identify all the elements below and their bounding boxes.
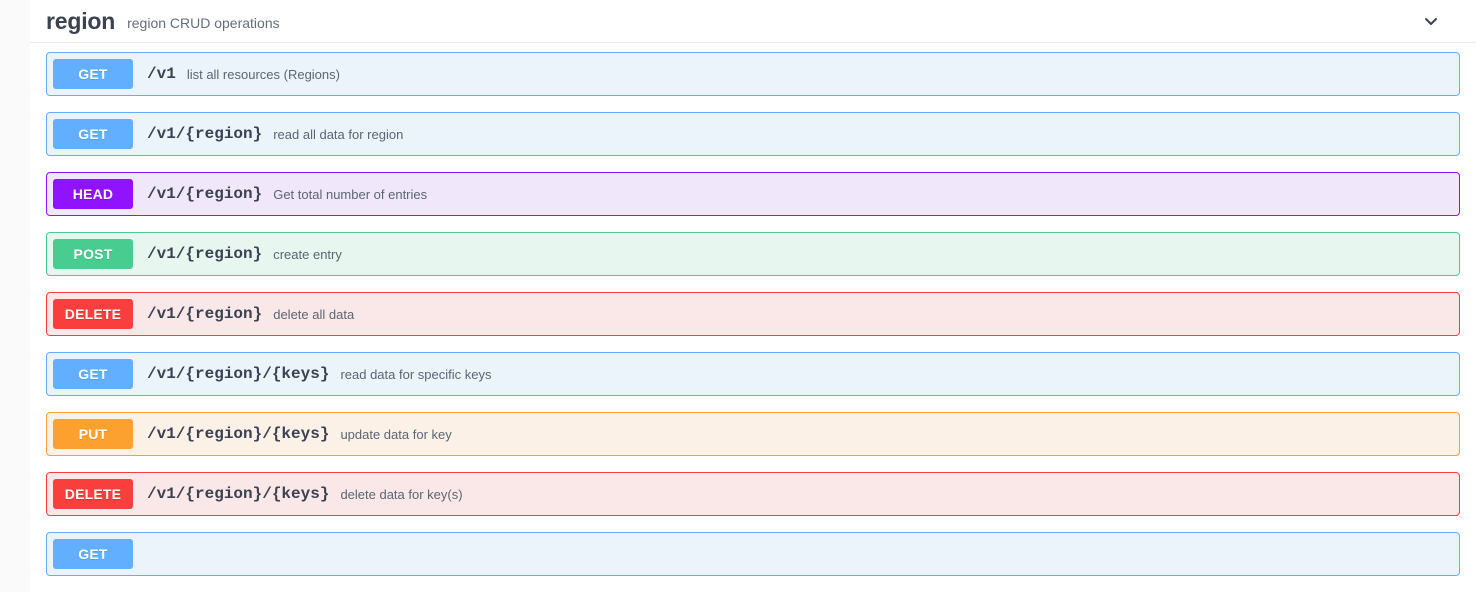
http-method-badge: HEAD — [53, 179, 133, 209]
operations-list: GET /v1 list all resources (Regions) GET… — [30, 43, 1476, 576]
operation-row[interactable]: GET /v1 list all resources (Regions) — [46, 52, 1460, 96]
operation-row[interactable]: DELETE /v1/{region}/{keys} delete data f… — [46, 472, 1460, 516]
operation-row[interactable]: GET /v1/{region} read all data for regio… — [46, 112, 1460, 156]
chevron-down-icon[interactable] — [1420, 10, 1442, 32]
operation-summary: delete data for key(s) — [340, 486, 463, 502]
http-method-badge: POST — [53, 239, 133, 269]
operation-row[interactable]: GET /v1/{region}/{keys} read data for sp… — [46, 352, 1460, 396]
http-method-badge: DELETE — [53, 479, 133, 509]
operation-path: /v1/{region}/{keys} — [147, 485, 330, 503]
operation-row[interactable]: PUT /v1/{region}/{keys} update data for … — [46, 412, 1460, 456]
operation-path: /v1/{region}/{keys} — [147, 425, 330, 443]
tag-description: region CRUD operations — [127, 14, 280, 31]
operation-summary: delete all data — [273, 306, 355, 322]
operation-row[interactable]: POST /v1/{region} create entry — [46, 232, 1460, 276]
operation-row[interactable]: GET — [46, 532, 1460, 576]
tag-name: region — [46, 7, 116, 34]
tag-header-region[interactable]: region region CRUD operations — [30, 0, 1476, 43]
operation-summary: update data for key — [340, 426, 452, 442]
http-method-badge: GET — [53, 539, 133, 569]
operation-summary: read all data for region — [273, 126, 404, 142]
operation-row[interactable]: DELETE /v1/{region} delete all data — [46, 292, 1460, 336]
operation-path: /v1/{region} — [147, 245, 263, 263]
http-method-badge: PUT — [53, 419, 133, 449]
operation-path: /v1/{region} — [147, 125, 263, 143]
http-method-badge: GET — [53, 359, 133, 389]
operation-path: /v1 — [147, 65, 176, 83]
operation-summary: read data for specific keys — [340, 366, 492, 382]
http-method-badge: GET — [53, 59, 133, 89]
http-method-badge: GET — [53, 119, 133, 149]
operation-path: /v1/{region} — [147, 185, 263, 203]
api-tag-section: region region CRUD operations GET /v1 li… — [30, 0, 1476, 592]
operation-summary: list all resources (Regions) — [186, 66, 340, 82]
operation-summary: create entry — [273, 246, 342, 262]
http-method-badge: DELETE — [53, 299, 133, 329]
operation-path: /v1/{region} — [147, 305, 263, 323]
operation-path: /v1/{region}/{keys} — [147, 365, 330, 383]
operation-summary: Get total number of entries — [273, 186, 428, 202]
operation-row[interactable]: HEAD /v1/{region} Get total number of en… — [46, 172, 1460, 216]
